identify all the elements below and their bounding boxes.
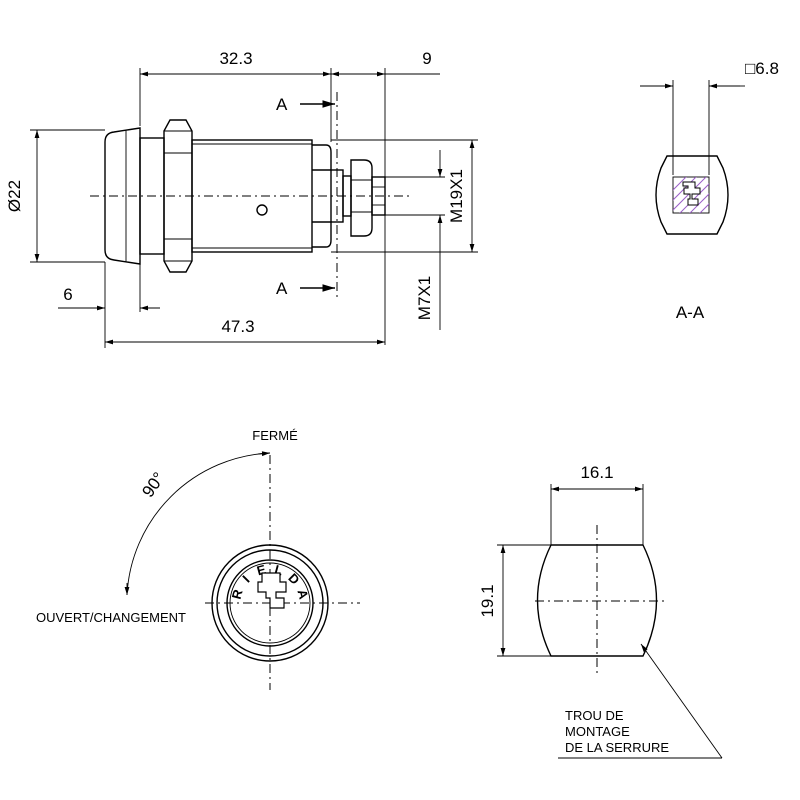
dim-total: 47.3 [221,317,254,336]
note-line2: MONTAGE [565,724,630,739]
thread-main: M19X1 [447,169,466,223]
rotation-arc [126,452,271,596]
pin-hole [256,204,268,216]
closed-label: FERMÉ [252,428,298,443]
inner-face [226,559,314,647]
dim-diameter: Ø22 [5,180,24,212]
section-outline [655,155,729,235]
threaded-body [191,139,313,253]
outer-ring [211,544,329,662]
cam-nut [350,159,373,237]
key-slot [682,181,701,206]
side-view: A A 32.3 9 Ø22 6 47.3 M19X1 [5,49,478,348]
brand-letter: A [294,588,311,602]
section-view: □6.8 A-A [640,59,779,322]
brand-letter: R [229,587,246,601]
section-mark-bottom: A [276,279,288,298]
note-line1: TROU DE [565,708,624,723]
cutout-view: 16.1 19.1 TROU DE MONTAGE DE LA SERRURE [478,463,723,759]
keyway [257,572,287,609]
mounting-hole [536,544,658,657]
section-mark-top: A [276,95,288,114]
angle-label: 90° [138,469,168,501]
dim-length-top: 32.3 [219,49,252,68]
square-hole [672,176,710,214]
brand-letter: L [273,562,285,579]
note-line3: DE LA SERRURE [565,740,669,755]
dim-width: 16.1 [580,463,613,482]
thread-tail: M7X1 [415,276,434,320]
dim-flange: 6 [63,285,72,304]
dim-square: □6.8 [745,59,779,78]
section-label: A-A [676,303,705,322]
dim-height: 19.1 [478,584,497,617]
open-label: OUVERT/CHANGEMENT [36,610,186,625]
brand-letter: I [239,572,252,585]
dim-tail: 9 [422,49,431,68]
